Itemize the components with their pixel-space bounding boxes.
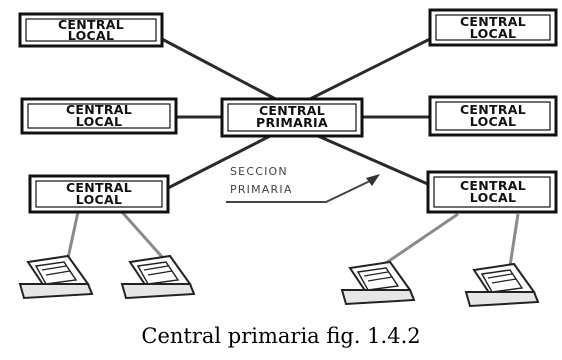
telephone-icon — [120, 254, 196, 300]
node-label-line2: LOCAL — [76, 114, 122, 129]
node-label-line1: CENTRAL — [58, 17, 124, 32]
node-local-top-left: CENTRAL LOCAL — [18, 12, 164, 48]
telephone-icon — [18, 254, 94, 300]
telephone-icon — [340, 260, 416, 306]
node-local-top-right: CENTRAL LOCAL — [428, 8, 558, 47]
phone-wires — [66, 211, 520, 267]
link-top-right — [299, 36, 433, 106]
node-local-mid-right: CENTRAL LOCAL — [428, 95, 558, 137]
section-label-line2: PRIMARIA — [230, 183, 293, 196]
wire-phone-1 — [66, 211, 80, 259]
arrowhead-icon — [366, 174, 380, 186]
node-label-line2: PRIMARIA — [256, 115, 328, 130]
node-label-line1: CENTRAL — [66, 180, 132, 195]
figure-caption: Central primaria fig. 1.4.2 — [141, 324, 420, 348]
section-label-line1: SECCION — [230, 165, 288, 178]
link-top-left — [159, 36, 286, 106]
section-annotation: SECCION PRIMARIA — [226, 165, 380, 203]
node-central-primaria: CENTRAL PRIMARIA — [220, 97, 364, 138]
node-label-line1: CENTRAL — [460, 178, 526, 193]
node-label-line1: CENTRAL — [460, 102, 526, 117]
node-label-line2: LOCAL — [68, 28, 114, 43]
wire-phone-3 — [385, 212, 459, 265]
node-label-line1: CENTRAL — [460, 14, 526, 29]
link-bottom-left — [167, 134, 271, 190]
telephone-icon — [464, 262, 540, 308]
connection-lines — [159, 36, 433, 190]
node-label-line1: CENTRAL — [259, 103, 325, 118]
node-label-line2: LOCAL — [76, 192, 122, 207]
node-local-bottom-right: CENTRAL LOCAL — [426, 170, 558, 214]
node-label-line2: LOCAL — [470, 26, 516, 41]
section-pointer-arrow — [226, 179, 373, 203]
wire-phone-2 — [120, 211, 165, 259]
node-label-line2: LOCAL — [470, 190, 516, 205]
node-local-mid-left: CENTRAL LOCAL — [20, 97, 178, 135]
node-label-line1: CENTRAL — [66, 102, 132, 117]
link-bottom-right — [317, 134, 431, 187]
node-label-line2: LOCAL — [470, 114, 516, 129]
node-local-bottom-left: CENTRAL LOCAL — [28, 174, 170, 214]
wire-phone-4 — [508, 213, 520, 267]
